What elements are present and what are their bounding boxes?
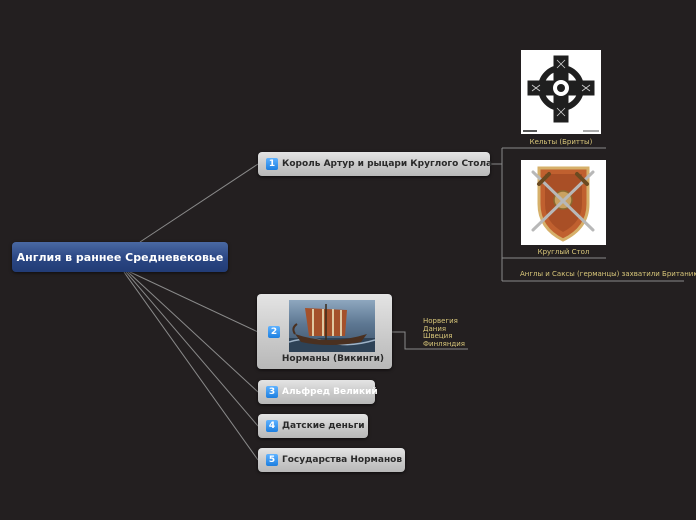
topic-2-node[interactable]: 2 Норманы (Викинги) xyxy=(257,294,392,369)
country-item: Дания xyxy=(423,324,447,333)
topic-number-badge: 5 xyxy=(266,454,278,466)
root-topic[interactable]: Англия в раннее Средневековье xyxy=(12,242,228,272)
countries-list[interactable]: Норвегия Дания Швеция Финляндия xyxy=(423,317,466,348)
topic-label: Государства Норманов xyxy=(282,455,403,465)
topic-number-badge: 4 xyxy=(266,420,278,432)
topic-3-node[interactable]: 3 Альфред Великий xyxy=(258,380,378,404)
topic-number-badge: 3 xyxy=(266,386,278,398)
shield-swords-image[interactable] xyxy=(521,160,606,245)
link-root-topic3 xyxy=(127,271,259,393)
link-root-topic4 xyxy=(125,271,259,427)
link-root-topic1 xyxy=(139,163,259,243)
topic-label: Датские деньги xyxy=(282,421,365,431)
country-item: Финляндия xyxy=(423,339,466,348)
topic-1-node[interactable]: 1 Король Артур и рыцари Круглого Стола xyxy=(258,152,493,176)
root-topic-label: Англия в раннее Средневековье xyxy=(16,250,224,264)
topic-label: Король Артур и рыцари Круглого Стола xyxy=(282,159,493,169)
round-table-caption: Круглый Стол xyxy=(537,248,590,256)
topic-number-badge: 2 xyxy=(268,326,280,338)
link-topic2-list xyxy=(392,331,468,350)
viking-ship-image xyxy=(289,300,375,352)
celtic-cross-image[interactable] xyxy=(521,50,601,134)
link-root-topic5 xyxy=(123,271,259,461)
link-root-topic2 xyxy=(129,271,259,333)
country-item: Швеция xyxy=(423,332,453,340)
saxons-text[interactable]: Англы и Саксы (германцы) захватили Брита… xyxy=(520,270,696,278)
topic-label: Норманы (Викинги) xyxy=(281,354,384,364)
topic-4-node[interactable]: 4 Датские деньги xyxy=(258,414,368,438)
celts-caption: Кельты (Бритты) xyxy=(529,138,593,146)
topic-5-node[interactable]: 5 Государства Норманов xyxy=(258,448,405,472)
country-item: Норвегия xyxy=(423,317,458,325)
topic-label: Альфред Великий xyxy=(282,387,378,397)
link-topic1-bracket xyxy=(490,148,503,281)
topic-number-badge: 1 xyxy=(266,158,278,170)
